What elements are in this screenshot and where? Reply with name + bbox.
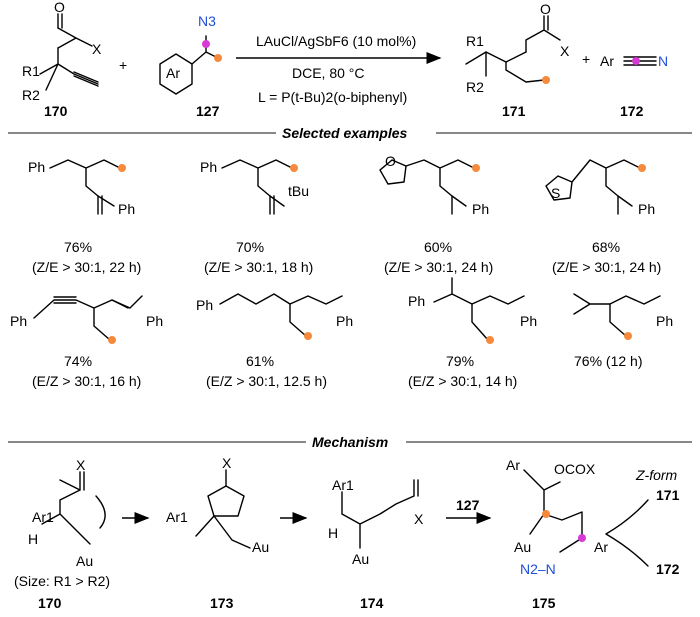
mech174-h: H: [328, 525, 338, 541]
mech-h: H: [28, 531, 38, 547]
example-5-structure: [33, 295, 143, 344]
n3-group: N3: [198, 13, 216, 29]
mech173-x: X: [222, 455, 232, 471]
mech175-ar2: Ar: [594, 539, 608, 555]
ex7-sel: (E/Z > 30:1, 14 h): [408, 373, 517, 389]
example-4-structure: [545, 159, 646, 215]
ex1-sel: (Z/E > 30:1, 22 h): [32, 259, 141, 275]
mech174-ar1: Ar1: [332, 477, 354, 493]
ex8-sub: Ph: [656, 313, 673, 329]
example-1-structure: [49, 159, 126, 215]
mech174-au: Au: [352, 551, 369, 567]
ex3-sel: (Z/E > 30:1, 24 h): [384, 259, 493, 275]
ex1-yield: 76%: [64, 239, 92, 255]
product-x: X: [560, 43, 570, 59]
zform-label: Z-form: [635, 467, 678, 483]
mech-175-structure: [523, 469, 586, 553]
reactant-170-structure: [39, 13, 99, 91]
ex4-hetero: S: [551, 185, 560, 201]
plus-2: +: [582, 51, 590, 67]
mech175-ocox: OCOX: [554, 461, 596, 477]
ex2-sel: (Z/E > 30:1, 18 h): [204, 259, 313, 275]
mech-branch-arrows: [605, 499, 649, 567]
conditions-solvent: DCE, 80 °C: [292, 65, 365, 81]
mech175-au: Au: [514, 539, 531, 555]
conditions-ligand: L = P(t-Bu)2(o-biphenyl): [258, 89, 407, 105]
product-r1: R1: [466, 33, 484, 49]
mech-label-170: 170: [38, 595, 62, 611]
mech-label-175: 175: [532, 595, 556, 611]
ex5-yield: 74%: [64, 353, 92, 369]
r2-label: R2: [22, 87, 40, 103]
product-o: O: [540, 1, 551, 17]
ex1-sub: Ph: [118, 201, 135, 217]
ex3-sub: Ph: [472, 201, 489, 217]
ex7-group: Ph: [408, 293, 425, 309]
ex4-yield: 68%: [592, 239, 620, 255]
label-170: 170: [44, 103, 68, 119]
nitrile-n: N: [658, 53, 668, 69]
ex7-yield: 79%: [446, 353, 474, 369]
mech-173-structure: [195, 469, 251, 549]
ar-ring-label: Ar: [166, 65, 180, 81]
ex2-group: Ph: [200, 159, 217, 175]
x-atom: X: [92, 41, 102, 57]
ex4-sub: Ph: [638, 201, 655, 217]
ex5-group: Ph: [10, 313, 27, 329]
product-171-structure: [465, 15, 561, 84]
mech174-x: X: [414, 511, 424, 527]
ex4-sel: (Z/E > 30:1, 24 h): [552, 259, 661, 275]
mech-reagent: 127: [456, 497, 480, 513]
o-atom: O: [54, 0, 65, 15]
ex3-yield: 60%: [424, 239, 452, 255]
out-172: 172: [656, 561, 680, 577]
label-171: 171: [502, 103, 526, 119]
mech-size: (Size: R1 > R2): [14, 573, 110, 589]
ex2-yield: 70%: [236, 239, 264, 255]
ex5-sub: Ph: [146, 313, 163, 329]
label-127: 127: [196, 103, 220, 119]
example-6-structure: [219, 293, 343, 340]
example-3-structure: [379, 159, 480, 215]
mech-label-174: 174: [360, 595, 384, 611]
mech175-n2n: N2–N: [520, 561, 556, 577]
nitrile-ar: Ar: [600, 53, 614, 69]
label-172: 172: [620, 103, 644, 119]
mech175-ar: Ar: [506, 457, 520, 473]
ex3-hetero: O: [385, 153, 396, 169]
ex6-yield: 61%: [246, 353, 274, 369]
example-8-structure: [573, 293, 661, 340]
ex6-sub: Ph: [336, 313, 353, 329]
ex2-sub: tBu: [288, 183, 309, 199]
mech-x: X: [76, 457, 86, 473]
mech173-au: Au: [252, 539, 269, 555]
example-7-structure: [433, 277, 525, 344]
azide-127-structure: [159, 35, 222, 95]
examples-title: Selected examples: [282, 125, 408, 141]
ex6-sel: (E/Z > 30:1, 12.5 h): [206, 373, 327, 389]
mech-au: Au: [76, 553, 93, 569]
product-r2: R2: [466, 79, 484, 95]
plus-1: +: [119, 57, 127, 73]
example-2-structure: [221, 159, 298, 215]
mech-170-structure: [41, 471, 106, 545]
mech173-ar1: Ar1: [166, 509, 188, 525]
ex5-sel: (E/Z > 30:1, 16 h): [32, 373, 141, 389]
ex8-yield: 76% (12 h): [574, 353, 642, 369]
ex1-group: Ph: [28, 159, 45, 175]
mechanism-title: Mechanism: [312, 434, 388, 450]
ex7-sub: Ph: [520, 313, 537, 329]
mech-label-173: 173: [210, 595, 234, 611]
nitrile-structure: [623, 56, 657, 66]
mech-174-structure: [341, 479, 419, 549]
ex6-group: Ph: [196, 297, 213, 313]
conditions-catalyst: LAuCl/AgSbF6 (10 mol%): [256, 33, 416, 49]
out-171: 171: [656, 487, 680, 503]
mech-ar1: Ar1: [32, 509, 54, 525]
r1-label: R1: [22, 63, 40, 79]
